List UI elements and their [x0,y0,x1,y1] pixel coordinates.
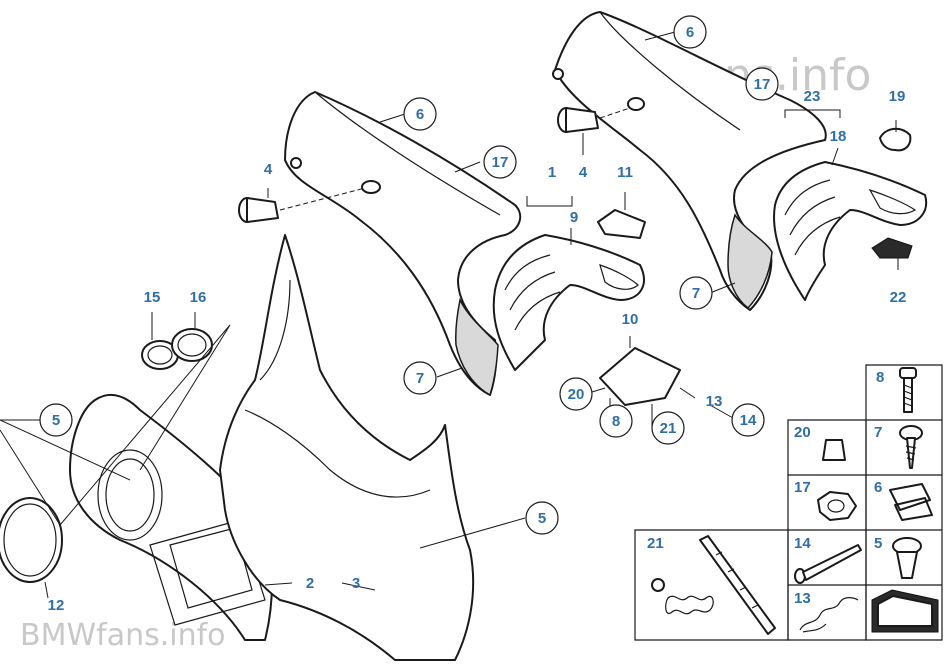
callout-7b: 7 [416,370,424,387]
callout-circle-6b [403,97,437,131]
screw-7-drawing [899,425,923,469]
callout-6b: 6 [416,106,424,123]
fastener-legend: 8 20 7 17 6 21 14 5 13 [634,364,943,641]
legend-6: 6 [874,479,882,496]
callout-16: 16 [190,289,207,306]
cable-21-drawing [651,535,776,635]
callout-circle-5b [525,501,559,535]
rivet-5-drawing [892,537,922,579]
cover-11 [597,209,646,239]
middle-trim-panel [284,91,522,397]
legend-8: 8 [876,369,884,386]
callout-6a: 6 [686,24,694,41]
legend-7: 7 [874,424,882,441]
clip-6-drawing [889,483,933,521]
duct-bracket-9 [492,234,645,371]
callout-5b: 5 [538,510,546,527]
pin-14-drawing [794,544,862,584]
nut-17-drawing [817,491,857,521]
cap-19 [879,127,912,152]
callout-circle-21 [651,411,685,445]
rivet-4-right-path [599,107,631,119]
rivet-4-left-path [279,187,366,211]
cap-20-drawing [822,439,846,461]
callout-12: 12 [48,597,65,614]
legend-5: 5 [874,535,882,552]
rivet-4-right [557,107,599,133]
cover-10 [599,347,681,406]
callout-4b: 4 [579,164,588,181]
callout-4a: 4 [264,161,273,178]
callout-7a: 7 [692,285,700,302]
large-panel-3 [219,234,475,661]
callout-11: 11 [617,164,633,181]
callout-5a: 5 [52,412,60,429]
callout-8: 8 [612,413,620,430]
callout-circle-5a [39,403,73,437]
legend-21: 21 [647,535,664,552]
callout-10: 10 [622,311,639,328]
callout-9: 9 [570,209,578,226]
duct-bracket-18 [773,161,928,301]
legend-13: 13 [794,590,811,607]
rivet-4-left [238,197,279,223]
watermark-bottom: BMWfans.info [20,618,226,653]
gasket-ring-12 [0,497,63,583]
legend-14: 14 [794,535,811,552]
callout-circle-17b [483,145,517,179]
callout-circle-17a [745,67,779,101]
lower-left-panel-2 [69,393,273,641]
callout-23: 23 [804,88,821,105]
callout-17b: 17 [492,154,509,171]
callout-20: 20 [568,386,585,403]
callout-14: 14 [740,412,757,429]
legend-17: 17 [794,479,811,496]
callout-circle-14 [731,403,765,437]
callout-13: 13 [706,393,723,410]
callout-19: 19 [889,88,906,105]
callout-circle-7b [403,361,437,395]
leader-lines [0,31,899,599]
bolt-8-drawing [899,367,917,413]
trim-ring-16 [171,328,213,362]
callout-circle-6a [673,15,707,49]
spring-13-drawing [799,597,859,633]
callout-18: 18 [830,128,847,145]
callout-3: 3 [352,575,360,592]
callout-2: 2 [306,575,314,592]
callout-22: 22 [890,289,907,306]
callout-15: 15 [144,289,161,306]
callout-17a: 17 [754,76,771,93]
callout-1: 1 [548,164,556,181]
callout-circle-8 [599,404,633,438]
callout-circle-7a [679,276,713,310]
clip-22 [871,237,913,259]
clip-shape-inner [877,595,933,627]
callouts: 6 17 23 19 18 6 4 17 1 4 11 9 7 22 15 16… [39,15,907,614]
callout-circle-20 [559,377,593,411]
callout-21: 21 [660,420,677,437]
legend-20: 20 [794,424,811,441]
